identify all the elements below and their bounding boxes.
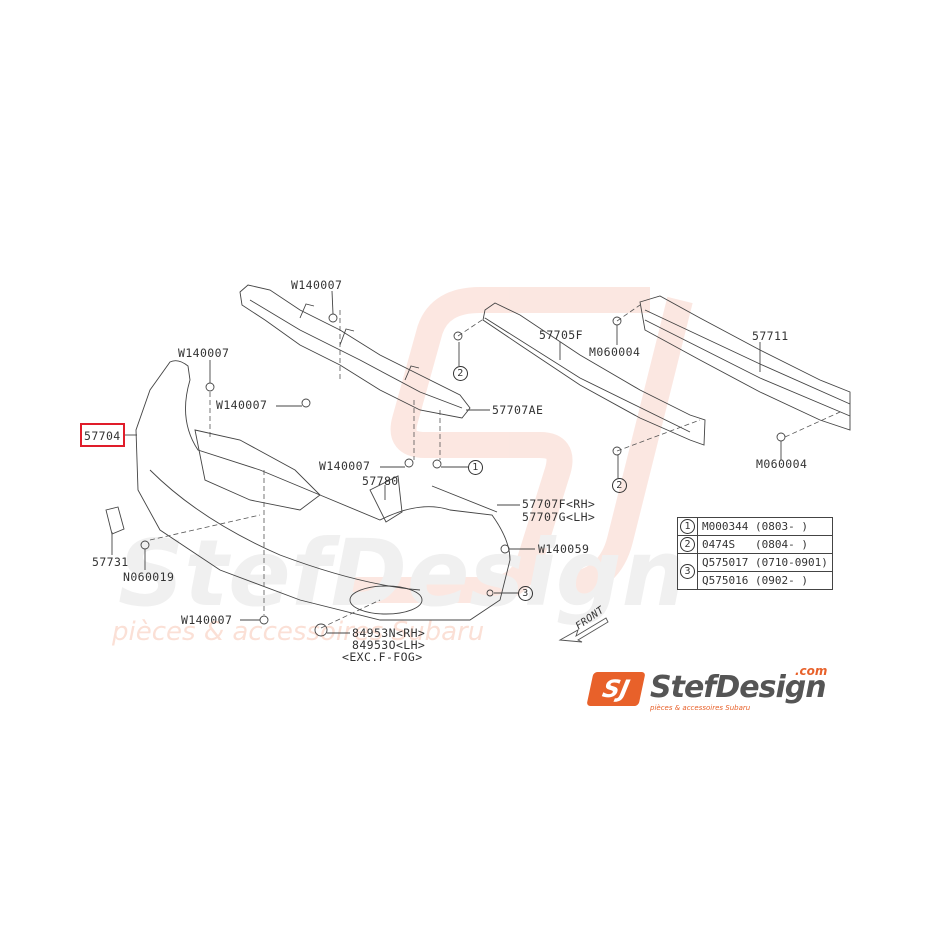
part-label-57705f[interactable]: 57705F bbox=[539, 328, 583, 342]
stefdesign-logo: SJ StefDesign .com pièces & accessoires … bbox=[586, 664, 845, 718]
part-note-exc-fog: <EXC.F-FOG> bbox=[342, 650, 423, 664]
callout-3[interactable]: 3 bbox=[518, 586, 533, 601]
part-label-w140007[interactable]: W140007 bbox=[291, 278, 343, 292]
watermark-tagline: pièces & accessoires Subaru bbox=[112, 617, 485, 647]
part-label-n060019[interactable]: N060019 bbox=[123, 570, 175, 584]
legend-part: Q575017 bbox=[702, 556, 749, 569]
legend-range: (0803- ) bbox=[754, 520, 808, 533]
part-label-57707g[interactable]: 57707G<LH> bbox=[522, 510, 596, 524]
legend-ref: 3 bbox=[680, 564, 695, 579]
logo-name: StefDesign bbox=[650, 670, 827, 705]
callout-1[interactable]: 1 bbox=[468, 460, 483, 475]
legend-ref: 2 bbox=[680, 537, 695, 552]
legend-ref: 1 bbox=[680, 519, 695, 534]
fastener-legend-table: 1 M000344 (0803- ) 2 0474S (0804- ) 3 Q5… bbox=[677, 517, 833, 590]
part-label-w140007[interactable]: W140007 bbox=[319, 459, 371, 473]
part-label-57711[interactable]: 57711 bbox=[752, 329, 789, 343]
legend-part: 0474S bbox=[702, 538, 736, 551]
logo-mark-icon: SJ bbox=[586, 672, 646, 706]
logo-tagline: pièces & accessoires Subaru bbox=[650, 704, 751, 712]
callout-2[interactable]: 2 bbox=[453, 366, 468, 381]
part-label-w140007[interactable]: W140007 bbox=[181, 613, 233, 627]
part-label-w140059[interactable]: W140059 bbox=[538, 542, 590, 556]
legend-part: M000344 bbox=[702, 520, 749, 533]
logo-domain: .com bbox=[795, 664, 828, 678]
part-label-84953n[interactable]: 84953N<RH> bbox=[352, 626, 426, 640]
part-label-57704: 57704 bbox=[84, 429, 121, 443]
part-label-84953o[interactable]: 84953O<LH> bbox=[352, 638, 426, 652]
legend-range: (0710-0901) bbox=[754, 556, 828, 569]
legend-range: (0804- ) bbox=[755, 538, 808, 551]
part-label-w140007[interactable]: W140007 bbox=[178, 346, 230, 360]
part-label-57780[interactable]: 57780 bbox=[362, 474, 399, 488]
part-label-w140007[interactable]: W140007 bbox=[216, 398, 268, 412]
part-57704-highlighted[interactable]: 57704 bbox=[80, 423, 125, 447]
legend-range: (0902- ) bbox=[754, 574, 808, 587]
part-label-57707ae[interactable]: 57707AE bbox=[492, 403, 544, 417]
part-label-m060004[interactable]: M060004 bbox=[589, 345, 641, 359]
legend-row: 3 Q575017 (0710-0901) bbox=[677, 553, 833, 590]
legend-row: 1 M000344 (0803- ) bbox=[677, 517, 833, 536]
legend-row: Q575016 (0902- ) bbox=[678, 571, 833, 590]
part-label-57731[interactable]: 57731 bbox=[92, 555, 129, 569]
part-label-57707f[interactable]: 57707F<RH> bbox=[522, 497, 596, 511]
part-label-m060004[interactable]: M060004 bbox=[756, 457, 808, 471]
legend-row: 2 0474S (0804- ) bbox=[677, 535, 833, 554]
callout-2[interactable]: 2 bbox=[612, 478, 627, 493]
legend-part: Q575016 bbox=[702, 574, 749, 587]
watermark-brand: StefDesign bbox=[118, 520, 688, 627]
